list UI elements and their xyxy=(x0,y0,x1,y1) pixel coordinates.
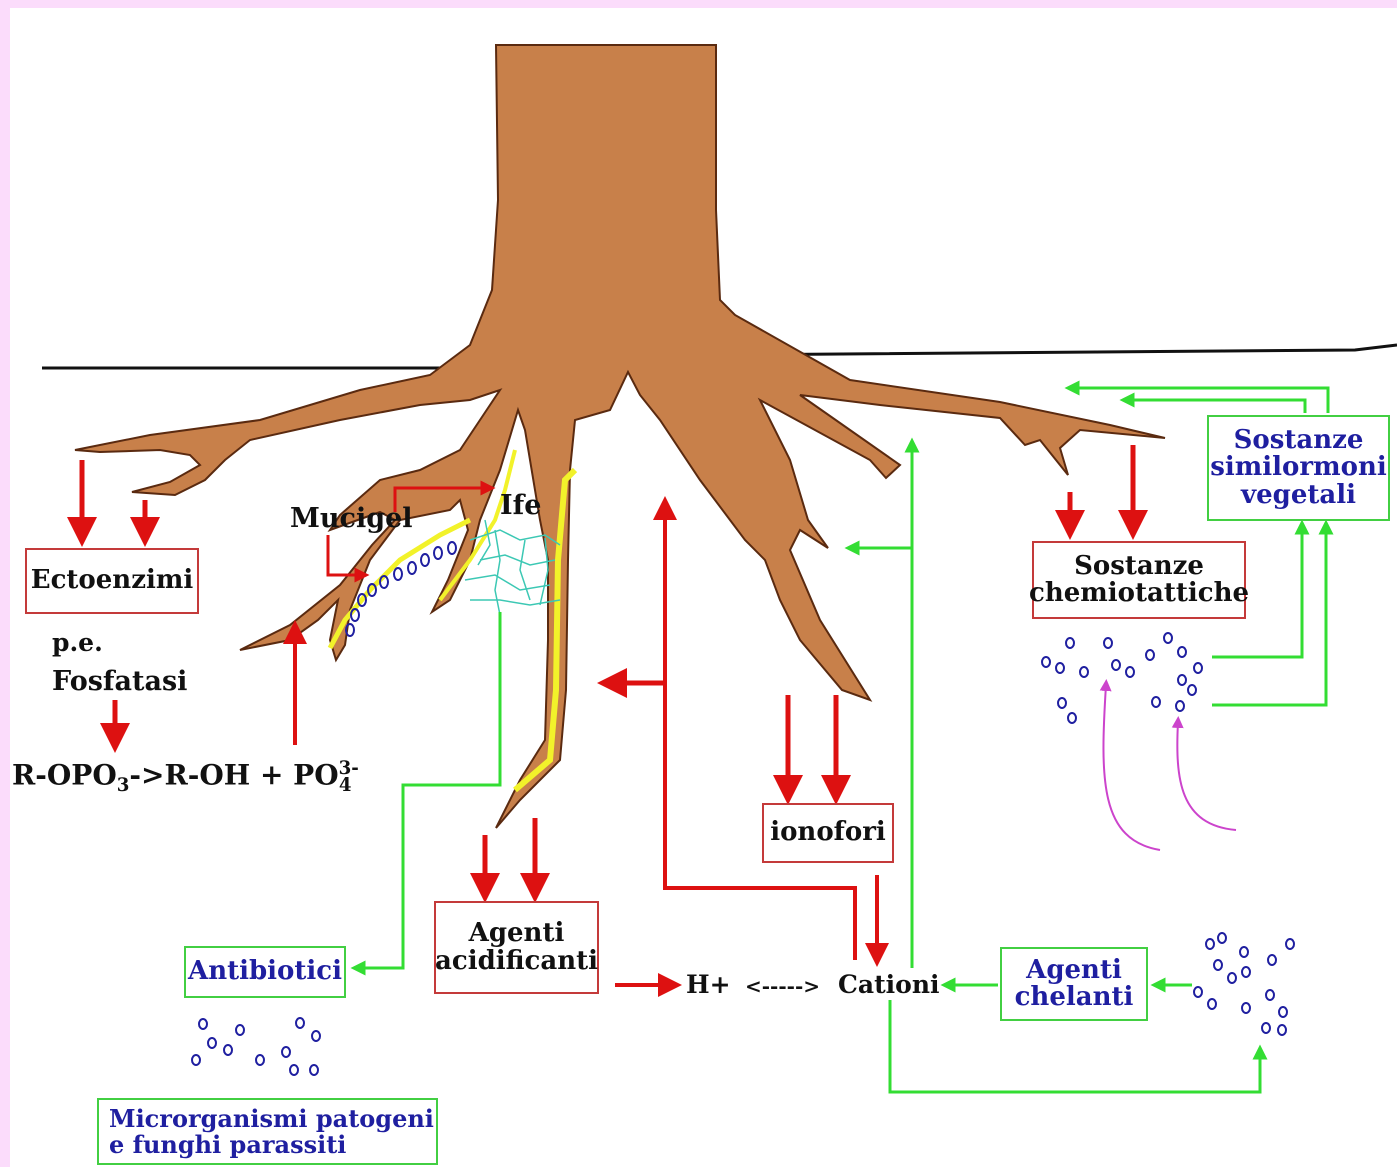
ectoenzimi-box: Ectoenzimi xyxy=(25,548,199,614)
particles-microrganismi xyxy=(192,1018,320,1075)
root-main-shape xyxy=(75,45,1165,828)
chemiotattiche-line-1: Sostanze xyxy=(1074,553,1204,580)
reaction-rhs: R-OH + PO xyxy=(164,758,338,791)
hplus-label: H+ xyxy=(686,970,731,999)
sostanze-chemiotattiche-box: Sostanze chemiotattiche xyxy=(1032,541,1246,619)
agenti-chelanti-box: Agenti chelanti xyxy=(1000,947,1148,1021)
microrganismi-line-1: Microrganismi patogeni xyxy=(109,1106,434,1131)
red-arrows xyxy=(82,445,1133,985)
similormoni-line-3: vegetali xyxy=(1241,482,1356,509)
mucigel-label: Mucigel xyxy=(290,503,413,534)
acidificanti-line-1: Agenti xyxy=(469,920,565,947)
reaction-lhs: R-OPO xyxy=(12,758,117,791)
chelanti-line-1: Agenti xyxy=(1026,957,1122,984)
ife-label: Ife xyxy=(500,490,541,521)
antibiotici-label: Antibiotici xyxy=(188,958,342,985)
pe-label: p.e. xyxy=(52,628,103,657)
reaction-arrow: -> xyxy=(129,758,164,791)
magenta-arrows xyxy=(1103,685,1236,850)
fosfatasi-label: Fosfatasi xyxy=(52,666,187,697)
ectoenzimi-label: Ectoenzimi xyxy=(31,567,193,594)
ionofori-box: ionofori xyxy=(762,803,894,863)
microrganismi-box: Microrganismi patogeni e funghi parassit… xyxy=(97,1098,438,1165)
reaction-sub3: 3 xyxy=(117,775,130,796)
sostanze-similormoni-box: Sostanze similormoni vegetali xyxy=(1207,415,1390,521)
microrganismi-line-2: e funghi parassiti xyxy=(109,1132,346,1157)
arrow-similormoni-top-2 xyxy=(1127,400,1305,413)
reaction-sub4: 4 xyxy=(339,775,352,796)
chemiotattiche-line-2: chemiotattiche xyxy=(1029,580,1249,607)
arrow-cationi-to-root xyxy=(665,508,855,960)
similormoni-line-1: Sostanze xyxy=(1234,427,1364,454)
similormoni-line-2: similormoni xyxy=(1210,454,1386,481)
antibiotici-box: Antibiotici xyxy=(184,946,346,998)
acidificanti-line-2: acidificanti xyxy=(435,948,598,975)
agenti-acidificanti-box: Agenti acidificanti xyxy=(434,901,599,994)
magenta-arrow-2 xyxy=(1177,722,1236,830)
phosphate-reaction: R-OPO3->R-OH + PO3-4 xyxy=(12,758,352,796)
ionofori-label: ionofori xyxy=(770,819,886,846)
root-system xyxy=(75,45,1165,828)
exchange-arrow-label: <-----> xyxy=(745,974,820,998)
particles-chelanti xyxy=(1194,933,1294,1035)
particles-chemiotattiche xyxy=(1042,633,1202,723)
chelanti-line-2: chelanti xyxy=(1015,984,1134,1011)
magenta-arrow-1 xyxy=(1103,685,1160,850)
cationi-label: Cationi xyxy=(838,970,940,999)
